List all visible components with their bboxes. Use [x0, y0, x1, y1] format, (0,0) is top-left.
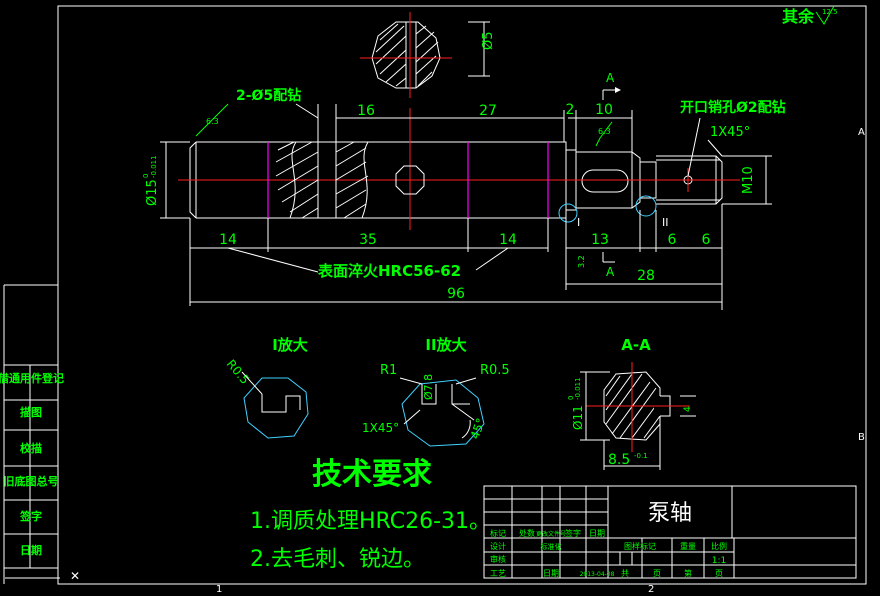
title-date: 2013-04-08 — [580, 571, 615, 578]
dim-m10: M10 — [741, 166, 756, 194]
dim-dia15: Ø15 — [145, 179, 160, 206]
section-aa-dia: Ø11 — [571, 405, 585, 430]
detail-ii-title: II放大 — [425, 336, 466, 354]
role-cell-0: 设计 — [490, 541, 506, 551]
section-view-top: Ø5 — [360, 12, 496, 98]
dim-14-right: 14 — [499, 232, 517, 248]
hardening-note: 表面淬火HRC56-62 — [318, 262, 461, 280]
sign-cell-1: 处数 — [519, 528, 535, 538]
roughness-other-value: 12.5 — [822, 8, 838, 16]
role-cell-3: 工艺 — [490, 569, 506, 578]
title-header-0: 图样标记 — [624, 541, 656, 551]
dim-14-left: 14 — [219, 232, 237, 248]
left-cell-3: 旧底图总号 — [4, 474, 59, 488]
section-mark-a-bottom: A — [606, 265, 615, 279]
section-aa-tol: -0.011 — [574, 377, 582, 400]
sign-cell-3: 签字 — [565, 528, 581, 538]
roughness-other-label: 其余 — [782, 7, 815, 26]
detail-ii-r05: R0.5 — [480, 363, 510, 378]
zone-label-1: 1 — [216, 584, 222, 595]
detail-i-title: I放大 — [272, 336, 308, 354]
detail-mark-i: I — [577, 216, 580, 229]
dim-2: 2 — [566, 102, 575, 118]
left-cell-0: 借通用件登记 — [0, 371, 64, 385]
left-cell-1: 描图 — [20, 405, 42, 419]
title-scale: 1:1 — [712, 556, 726, 566]
drawing-frame: A B 1 2 ✕ — [3, 5, 867, 595]
dim-27: 27 — [479, 103, 497, 119]
role-cell-2: 审核 — [490, 554, 506, 564]
detail-view-i: I放大 R0.5 — [224, 336, 309, 439]
role-cell-4: 日期 — [543, 569, 559, 578]
corner-roughness: 其余 12.5 — [782, 5, 838, 26]
detail-ii-dia: Ø7.8 — [422, 374, 435, 400]
detail-i-radius: R0.5 — [224, 357, 252, 387]
technical-requirements: 技术要求 1.调质处理HRC26-31。 2.去毛刺、锐边。 — [250, 457, 491, 572]
title-header-2: 比例 — [711, 541, 727, 551]
dim-6-a: 6 — [668, 232, 677, 248]
role-cell-1: 标准化 — [541, 542, 562, 551]
dim-96: 96 — [447, 286, 465, 302]
dim-10: 10 — [595, 102, 613, 118]
drill-note: 2-Ø5配钻 — [236, 87, 301, 104]
tech-req-item-1: 1.调质处理HRC26-31。 — [250, 509, 491, 534]
footer-cell-1: 页 — [653, 569, 661, 578]
dim-16: 16 — [357, 103, 375, 119]
detail-view-ii: II放大 R1 R0.5 Ø7.8 1X45° 45° — [362, 336, 510, 447]
detail-ii-r1: R1 — [380, 363, 397, 378]
dim-13: 13 — [591, 232, 609, 248]
zone-label-a: A — [858, 127, 865, 138]
dim-dia15-tol: -0.011 — [150, 155, 158, 178]
main-view-dimensions: 16 27 2 10 2-Ø5配钻 6.3 6.3 3.2 开口销孔Ø2配钻 1… — [142, 87, 786, 310]
section-aa-side: 4 — [683, 406, 693, 412]
pin-hole-note: 开口销孔Ø2配钻 — [680, 99, 786, 116]
title-block: 泵轴 标记 处数 更改文件号 签字 日期 设计 标准化 审核 工艺 日期 201… — [483, 485, 857, 579]
section-mark-a-top: A — [606, 71, 615, 85]
dim-35: 35 — [359, 232, 377, 248]
tech-req-item-2: 2.去毛刺、锐边。 — [250, 547, 425, 572]
detail-ii-chamfer: 1X45° — [362, 421, 399, 435]
dim-28: 28 — [637, 268, 655, 284]
section-aa-title: A-A — [621, 336, 651, 354]
left-cell-5: 日期 — [20, 543, 42, 557]
roughness-3-2: 3.2 — [577, 255, 586, 268]
footer-cell-3: 页 — [715, 569, 723, 578]
dim-6-b: 6 — [702, 232, 711, 248]
tech-req-heading: 技术要求 — [312, 457, 432, 492]
section-dia-label: Ø5 — [481, 31, 496, 50]
sign-cell-4: 日期 — [589, 529, 605, 538]
sign-cell-2: 更改文件号 — [536, 530, 566, 538]
title-header-1: 重量 — [680, 541, 696, 551]
section-aa-width-tol: -0.1 — [634, 452, 648, 460]
footer-cell-0: 共 — [621, 569, 629, 578]
roughness-6-3-a: 6.3 — [206, 117, 219, 126]
sign-cell-0: 标记 — [490, 528, 506, 538]
left-cell-4: 签字 — [19, 509, 42, 523]
part-name: 泵轴 — [648, 501, 692, 526]
detail-ii-angle: 45° — [468, 416, 488, 441]
detail-mark-ii: II — [662, 216, 669, 229]
footer-cell-2: 第 — [684, 568, 692, 578]
zone-label-b: B — [858, 432, 865, 443]
roughness-6-3-b: 6.3 — [598, 127, 611, 136]
dim-dia15-tol-up: 0 — [142, 174, 150, 178]
shaft-main-view: A A I II — [178, 71, 740, 279]
left-cell-2: 校描 — [20, 441, 42, 455]
zone-label-2: 2 — [648, 584, 654, 595]
chamfer-note: 1X45° — [710, 125, 750, 140]
ucs-cross-icon: ✕ — [70, 569, 80, 583]
section-view-aa: A-A Ø11 -0.011 0 8.5 -0.1 4 — [567, 336, 696, 470]
section-aa-tol-up: 0 — [567, 396, 575, 400]
left-registration-column: 借通用件登记 描图 校描 旧底图总号 签字 日期 — [0, 364, 64, 569]
section-aa-width: 8.5 — [608, 452, 630, 468]
